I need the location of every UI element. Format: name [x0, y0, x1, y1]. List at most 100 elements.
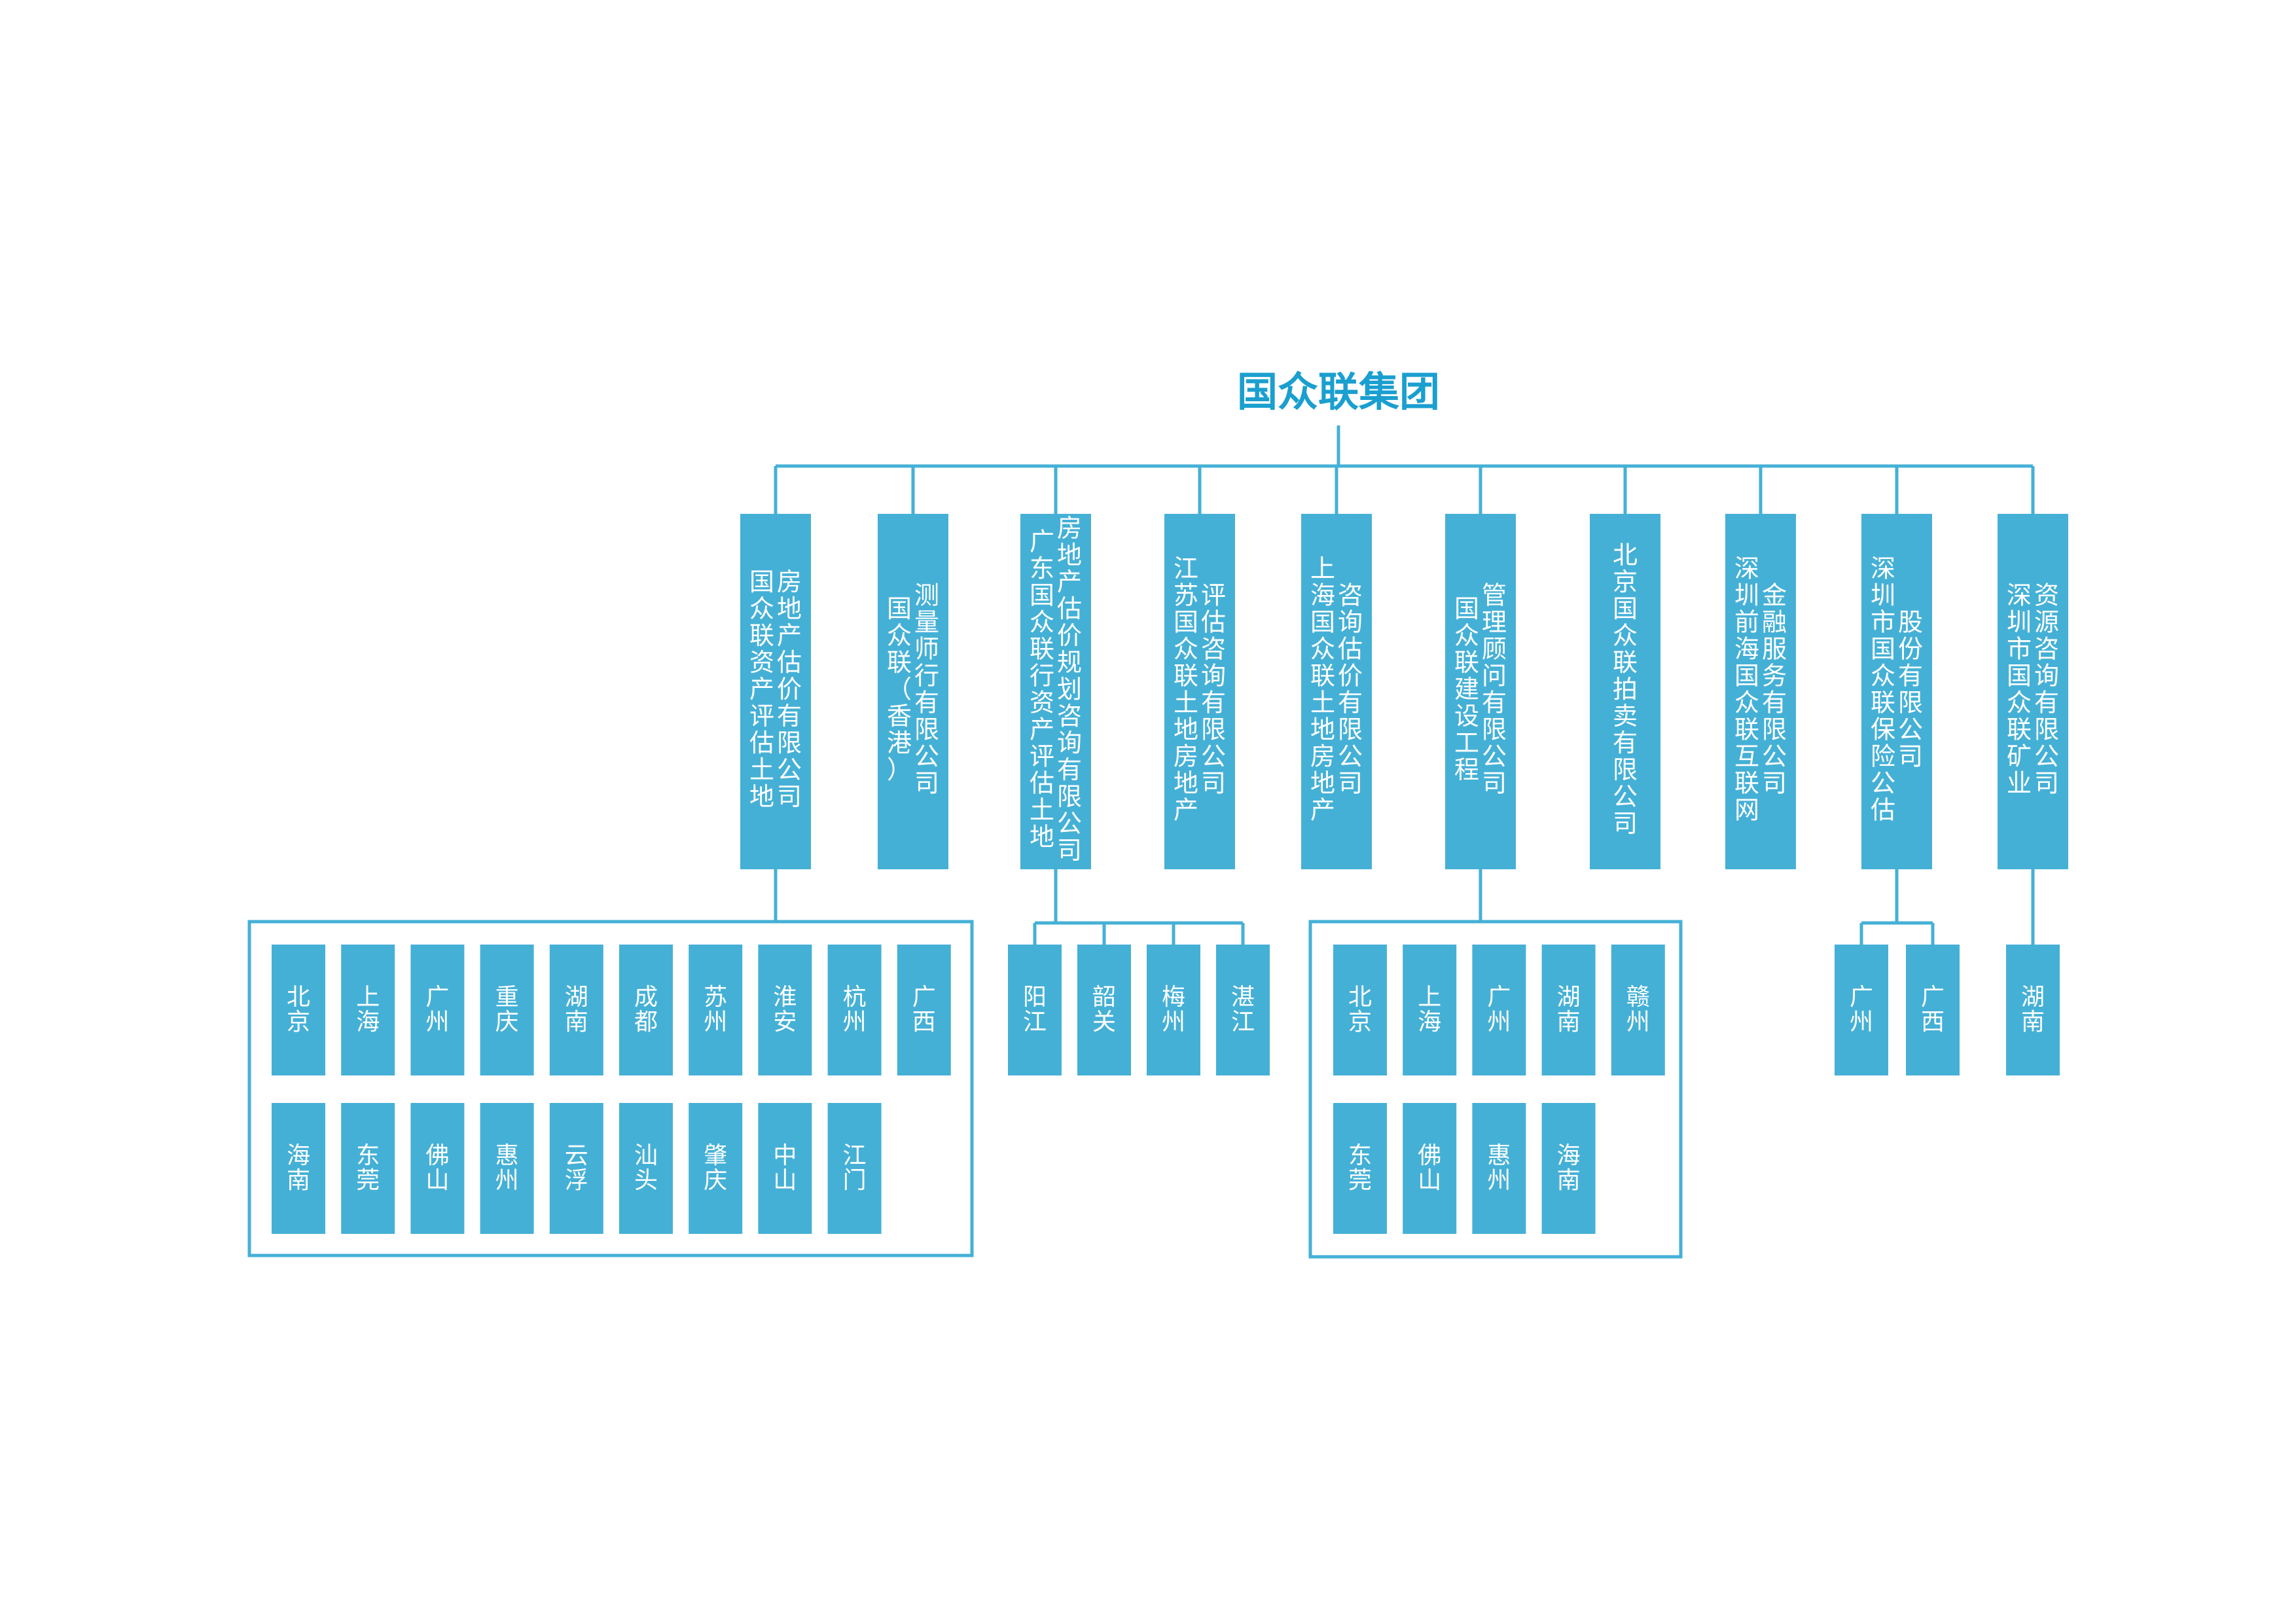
branch-label: 惠州 — [495, 1142, 519, 1194]
group-title: 国众联集团 — [1237, 368, 1440, 416]
branch-box-bg — [619, 945, 673, 1075]
branch-label: 广州 — [1487, 984, 1511, 1036]
branch-label: 肇庆 — [704, 1142, 727, 1194]
branch-box: 湛江 — [1216, 945, 1270, 1075]
branch-label: 北京 — [1348, 984, 1372, 1036]
branch-label: 成都 — [634, 984, 658, 1036]
branch-box-bg — [1077, 945, 1131, 1075]
branch-box-bg — [1541, 945, 1596, 1075]
branch-box: 韶关 — [1077, 945, 1131, 1075]
branch-box: 广西 — [1906, 945, 1960, 1075]
branch-box: 惠州 — [480, 1103, 534, 1234]
branch-frame — [1308, 920, 1683, 1259]
branch-box: 杭州 — [827, 945, 882, 1075]
branch-label: 杭州 — [843, 984, 867, 1036]
branch-box-bg — [758, 945, 812, 1075]
branch-box: 湖南 — [1541, 945, 1596, 1075]
company-name-line: 深圳前海国众联互联网 — [1734, 554, 1759, 825]
company-name-line: 评估咨询有限公司 — [1201, 581, 1226, 798]
branch-label: 东莞 — [356, 1142, 380, 1194]
branch-box: 东莞 — [341, 1103, 395, 1234]
branch-box: 北京 — [272, 945, 325, 1075]
company-name-line: 测量师行有限公司 — [914, 581, 939, 798]
branch-box: 广州 — [410, 945, 465, 1075]
branch-label: 佛山 — [1418, 1142, 1441, 1194]
company-name-line: 金融服务有限公司 — [1762, 581, 1787, 798]
branch-box-bg — [272, 1103, 325, 1234]
branch-box: 广州 — [1472, 945, 1526, 1075]
branch-box-bg — [689, 945, 743, 1075]
branch-box: 湖南 — [549, 945, 603, 1075]
branch-box-bg — [341, 945, 395, 1075]
branch-label: 上海 — [1418, 984, 1441, 1036]
branch-box: 佛山 — [1403, 1103, 1457, 1234]
company-name-line: 资源咨询有限公司 — [2034, 581, 2059, 798]
branch-box-bg — [1906, 945, 1960, 1075]
branch-label: 海南 — [1557, 1142, 1581, 1194]
branch-box: 广西 — [897, 945, 951, 1075]
branch-box-bg — [619, 1103, 673, 1234]
branch-box-bg — [549, 945, 603, 1075]
branch-box-bg — [689, 1103, 743, 1234]
company-name-line: 咨询估价有限公司 — [1338, 581, 1363, 798]
company-name-line: 深圳市国众联保险公估 — [1871, 554, 1895, 825]
branch-box-bg — [1611, 945, 1665, 1075]
company-name-line: 广东国众联行资产评估土地 — [1030, 528, 1054, 852]
company-name-line: 房地产估价规划咨询有限公司 — [1057, 514, 1082, 865]
branch-label: 湛江 — [1231, 984, 1255, 1036]
company-box-bg — [1590, 514, 1660, 869]
branch-box-bg — [1333, 1103, 1387, 1234]
branch-box: 广州 — [1835, 945, 1888, 1075]
branch-box: 梅州 — [1147, 945, 1200, 1075]
branch-box: 上海 — [341, 945, 395, 1075]
branch-frame — [247, 920, 974, 1257]
branch-box-bg — [410, 1103, 465, 1234]
branch-label: 湖南 — [1557, 984, 1581, 1036]
branch-box: 海南 — [1541, 1103, 1596, 1234]
branch-box-bg — [1147, 945, 1200, 1075]
branch-box-bg — [480, 945, 534, 1075]
branch-box-bg — [1541, 1103, 1596, 1234]
branch-box: 海南 — [272, 1103, 325, 1234]
branch-label: 赣州 — [1626, 984, 1650, 1036]
company-name-line: 股份有限公司 — [1898, 608, 1923, 771]
branch-label: 湖南 — [2021, 984, 2045, 1036]
company-name-line: 江苏国众联土地房地产 — [1174, 554, 1198, 825]
branch-box-bg — [897, 945, 951, 1075]
branch-box: 阳江 — [1008, 945, 1062, 1075]
company-name-line: 管理顾问有限公司 — [1482, 581, 1507, 798]
branch-label: 北京 — [287, 984, 310, 1036]
branch-label: 中山 — [773, 1142, 797, 1194]
branch-box-bg — [827, 1103, 882, 1234]
company-name-line: 上海国众联土地房地产 — [1310, 554, 1335, 825]
branch-label: 江门 — [843, 1142, 867, 1194]
company-name-line: 国众联（香港） — [887, 594, 912, 784]
company-box-bg — [1861, 514, 1932, 869]
branch-box-bg — [1216, 945, 1270, 1075]
branch-label: 广西 — [1921, 984, 1945, 1036]
branch-box-bg — [758, 1103, 812, 1234]
company-boxes: 房地产估价有限公司国众联资产评估土地测量师行有限公司国众联（香港）房地产估价规划… — [740, 514, 2068, 869]
branch-box-bg — [1472, 1103, 1526, 1234]
company-box-bg — [1301, 514, 1372, 869]
company-name-line: 国众联建设工程 — [1454, 594, 1479, 784]
branch-box: 佛山 — [410, 1103, 465, 1234]
branch-box: 赣州 — [1611, 945, 1665, 1075]
branch-box: 云浮 — [549, 1103, 603, 1234]
branch-box: 肇庆 — [689, 1103, 743, 1234]
branch-box-bg — [410, 945, 465, 1075]
branch-box: 北京 — [1333, 945, 1387, 1075]
branch-box: 苏州 — [689, 945, 743, 1075]
branch-box-bg — [1472, 945, 1526, 1075]
branch-box-bg — [1403, 945, 1457, 1075]
branch-label: 韶关 — [1092, 984, 1116, 1036]
branch-label: 佛山 — [425, 1142, 449, 1194]
branch-label: 重庆 — [495, 984, 519, 1036]
